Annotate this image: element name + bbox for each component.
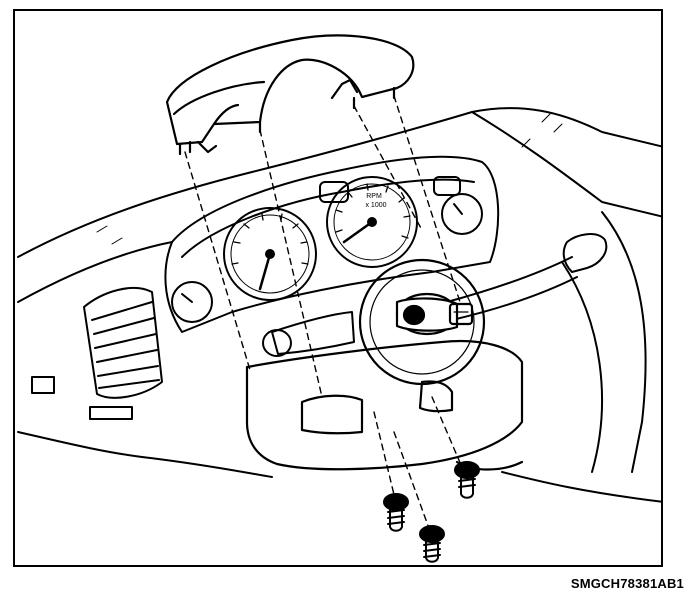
steering-column-cover-diagram: RPM x 1000	[17, 34, 661, 563]
multifunction-stalk-left	[262, 311, 355, 357]
tachometer-gauge	[326, 176, 418, 268]
steering-column-hub	[358, 258, 486, 386]
tachometer-scale-label: x 1000	[365, 202, 386, 209]
alignment-lines	[184, 95, 465, 543]
figure-reference-code: SMGCH78381AB1	[570, 576, 684, 591]
air-vent	[31, 287, 163, 420]
shading-marks	[96, 113, 563, 245]
screw-right	[454, 461, 480, 499]
fuel-gauge	[171, 281, 213, 323]
illustration-frame: RPM x 1000	[13, 9, 663, 567]
tachometer-units-label: RPM	[366, 193, 382, 200]
multifunction-stalk-right	[446, 233, 608, 321]
temperature-gauge	[441, 193, 483, 235]
lower-shroud	[245, 340, 524, 471]
screw-upper-left	[383, 493, 409, 532]
screw-lower-left	[419, 525, 445, 563]
instrument-cluster	[164, 155, 500, 333]
dashboard-outline	[17, 107, 661, 503]
upper-shroud	[165, 34, 415, 156]
speedometer-gauge	[223, 207, 317, 301]
